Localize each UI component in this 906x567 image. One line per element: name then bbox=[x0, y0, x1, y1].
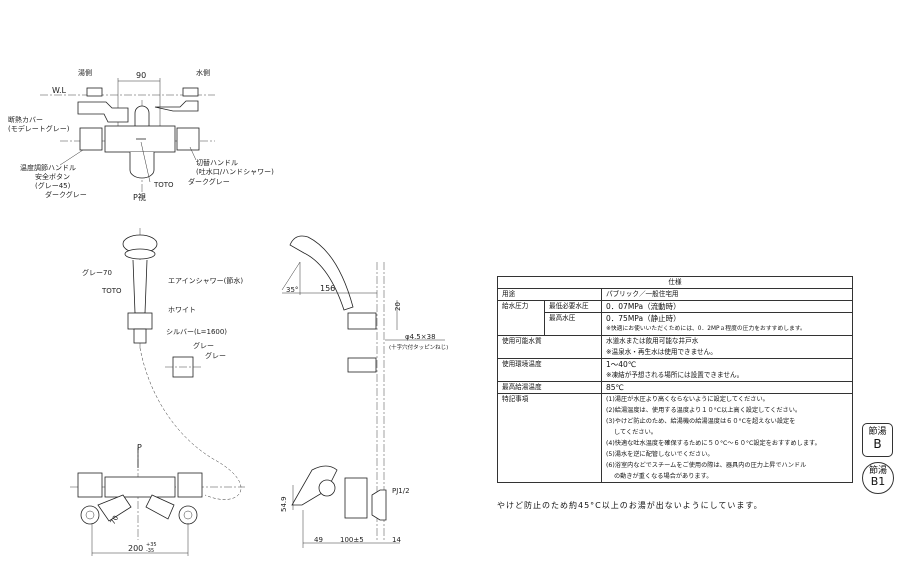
note-item: (4)快適な吐水温度を確保するために５０°C～６０°C設定をおすすめします。 bbox=[606, 440, 821, 447]
note-item: してください。 bbox=[614, 429, 657, 436]
badge-b1-top: 節湯 bbox=[868, 466, 887, 476]
note-item: (6)浴室内などでスチームをご使用の際は、器具内の圧力上昇でハンドル bbox=[606, 462, 807, 469]
switch-handle-sub: (吐水口/ハンドシャワー) bbox=[196, 167, 274, 176]
gray70-label: グレー70 bbox=[82, 268, 112, 277]
safety-button-label: 安全ボタン bbox=[35, 172, 70, 181]
dim-20: 20 bbox=[394, 302, 402, 311]
env-temp-note: ※凍結が予想される場所には設置できません。 bbox=[606, 371, 744, 379]
insulation-cover-label: 断熱カバー bbox=[8, 115, 43, 124]
pressure-label: 給水圧力 bbox=[497, 300, 545, 336]
gray-label-a: グレー bbox=[193, 341, 214, 350]
badge-b-bottom: B bbox=[873, 437, 882, 451]
scald-prevention-note: やけど防止のため約45°C以上のお湯が出ないようにしています。 bbox=[497, 501, 763, 510]
water-saving-badge-b: 節湯 B bbox=[862, 423, 893, 457]
use-label: 用途 bbox=[497, 288, 602, 301]
spec-title: 仕様 bbox=[497, 276, 853, 289]
water-quality-label: 使用可能水質 bbox=[497, 335, 602, 359]
pressure-note: ※快適にお使いいただくためには、0．2MPａ程度の圧力をおすすめします。 bbox=[606, 326, 806, 332]
max-hot-temp-label: 最高給湯温度 bbox=[497, 381, 602, 394]
note-item: (5)湯水を逆に配管しないでください。 bbox=[606, 451, 714, 458]
max-pressure-label: 最高水圧 bbox=[544, 312, 602, 336]
dim-14: 14 bbox=[392, 536, 401, 544]
dark-gray-right-label: ダークグレー bbox=[188, 177, 230, 186]
white-label: ホワイト bbox=[168, 306, 196, 314]
angle-35-label: 35° bbox=[286, 286, 298, 294]
hot-side-label: 湯側 bbox=[78, 68, 92, 77]
insulation-cover-color: (モデレートグレー) bbox=[8, 124, 70, 133]
water-line-label: W.L bbox=[52, 86, 67, 95]
switch-handle-label: 切替ハンドル bbox=[196, 158, 238, 167]
max-hot-temp-value: 85℃ bbox=[601, 381, 853, 394]
max-pressure-value: 0．75MPa（静止時） bbox=[606, 314, 681, 323]
air-in-shower-label: エアインシャワー(節水) bbox=[168, 276, 243, 285]
note-item: (3)やけど防止のため、給湯機の給湯温度は６０°Cを超えない設定を bbox=[606, 418, 796, 425]
dark-gray-left-label: ダークグレー bbox=[45, 190, 87, 199]
safety-button-color: (グレー45) bbox=[35, 181, 71, 190]
dim-90: 90 bbox=[136, 71, 146, 80]
top-view-drawing bbox=[40, 78, 215, 200]
dim-156: 156 bbox=[320, 284, 335, 293]
cold-side-label: 水側 bbox=[196, 68, 210, 77]
dim-49: 49 bbox=[314, 536, 323, 544]
p-arrow-label: P bbox=[137, 443, 142, 452]
water-quality-note: ※温泉水・再生水は使用できません。 bbox=[606, 348, 717, 356]
screw-spec-label: φ4.5×38 bbox=[405, 333, 436, 341]
min-pressure-label: 最低必要水圧 bbox=[544, 300, 602, 313]
note-item: (1)湯圧が水圧より高くならないように設定してください。 bbox=[606, 396, 769, 403]
dim-70: 70 bbox=[109, 514, 120, 526]
tolerance-plus: +35 bbox=[146, 542, 157, 548]
tolerance-minus: -35 bbox=[146, 548, 154, 554]
silver-hose-label: シルバー(L=1600) bbox=[166, 328, 227, 336]
gray-label-b: グレー bbox=[205, 351, 226, 360]
env-temp-value: 1～40℃ bbox=[606, 360, 637, 369]
note-item: (2)給湯温度は、使用する温度より１０°C以上高く設定してください。 bbox=[606, 407, 802, 414]
screw-spec-sub: (十字穴付タッピンねじ) bbox=[389, 343, 448, 351]
use-value: パブリック／一般住宅用 bbox=[601, 288, 853, 301]
toto-logo-label: TOTO bbox=[153, 181, 174, 189]
p-view-label: P視 bbox=[133, 193, 146, 202]
water-saving-badge-b1: 節湯 B1 bbox=[862, 462, 894, 494]
temp-handle-label: 温度調節ハンドル bbox=[20, 163, 76, 172]
water-quality-value: 水道水または飲用可能な井戸水 bbox=[606, 337, 699, 345]
pj-thread-label: PJ1/2 bbox=[392, 487, 410, 495]
dim-100: 100±5 bbox=[340, 536, 364, 544]
badge-b1-bottom: B1 bbox=[870, 475, 886, 488]
note-item: の動きが重くなる場合があります。 bbox=[614, 473, 713, 480]
dim-54-9: 54.9 bbox=[280, 496, 288, 512]
dim-200: 200 bbox=[128, 544, 143, 553]
min-pressure-value: 0．07MPa（流動時） bbox=[601, 300, 853, 313]
badge-b-top: 節湯 bbox=[868, 427, 887, 437]
front-view-drawing bbox=[70, 445, 245, 556]
shower-toto-label: TOTO bbox=[101, 287, 122, 295]
env-temp-label: 使用環境温度 bbox=[497, 358, 602, 382]
hand-shower-drawing bbox=[122, 228, 242, 500]
spec-table: 仕様 用途 パブリック／一般住宅用 給水圧力 最低必要水圧 0．07MPa（流動… bbox=[497, 276, 853, 483]
notes-label: 特記事項 bbox=[497, 393, 602, 483]
body-side-drawing bbox=[291, 465, 400, 548]
